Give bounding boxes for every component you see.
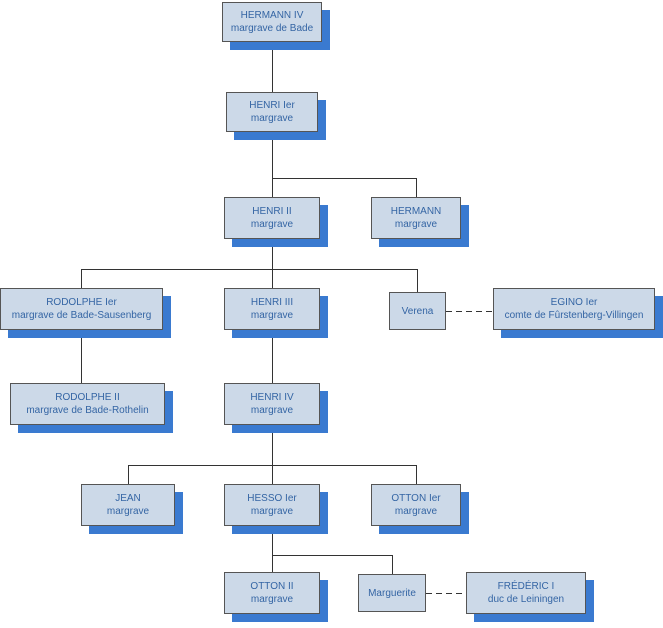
node-henri-ii[interactable]: HENRI II margrave — [224, 197, 320, 239]
node-title-jean: JEAN — [115, 493, 141, 504]
node-frederic-i[interactable]: FRÉDÉRIC I duc de Leiningen — [466, 572, 586, 614]
node-title-egino-ier: EGINO Ier — [550, 297, 598, 308]
node-subtitle-henri-ier: margrave — [250, 113, 294, 124]
node-subtitle-rodolphe-ii: margrave de Bade-Rothelin — [26, 405, 149, 416]
node-jean[interactable]: JEAN margrave — [81, 484, 175, 526]
node-title-hermann-iv: HERMANN IV — [240, 10, 304, 21]
node-title-verena: Verena — [401, 305, 434, 317]
node-subtitle-henri-iii: margrave — [250, 310, 294, 321]
node-subtitle-otton-ier: margrave — [394, 506, 438, 517]
node-title-otton-ii: OTTON II — [250, 581, 294, 592]
node-hermann[interactable]: HERMANN margrave — [371, 197, 461, 239]
node-rodolphe-ii[interactable]: RODOLPHE II margrave de Bade-Rothelin — [10, 383, 165, 425]
node-subtitle-henri-iv: margrave — [250, 405, 294, 416]
node-subtitle-hermann: margrave — [394, 219, 438, 230]
node-title-henri-ier: HENRI Ier — [249, 100, 295, 111]
node-title-hermann: HERMANN — [390, 206, 442, 217]
node-title-rodolphe-ii: RODOLPHE II — [55, 392, 120, 403]
node-hesso-ier[interactable]: HESSO Ier margrave — [224, 484, 320, 526]
node-subtitle-jean: margrave — [106, 506, 150, 517]
node-title-hesso-ier: HESSO Ier — [247, 493, 297, 504]
node-title-henri-iv: HENRI IV — [250, 392, 294, 403]
node-subtitle-henri-ii: margrave — [250, 219, 294, 230]
node-otton-ier[interactable]: OTTON Ier margrave — [371, 484, 461, 526]
node-egino-ier[interactable]: EGINO Ier comte de Fûrstenberg-Villingen — [493, 288, 655, 330]
node-title-frederic-i: FRÉDÉRIC I — [497, 581, 555, 592]
node-subtitle-frederic-i: duc de Leiningen — [487, 594, 565, 605]
node-title-marguerite: Marguerite — [368, 587, 416, 599]
node-henri-iv[interactable]: HENRI IV margrave — [224, 383, 320, 425]
node-henri-iii[interactable]: HENRI III margrave — [224, 288, 320, 330]
node-subtitle-hermann-iv: margrave de Bade — [230, 23, 314, 34]
node-marguerite[interactable]: Marguerite — [358, 574, 426, 612]
node-title-otton-ier: OTTON Ier — [391, 493, 441, 504]
node-henri-ier[interactable]: HENRI Ier margrave — [226, 92, 318, 132]
node-subtitle-hesso-ier: margrave — [250, 506, 294, 517]
node-subtitle-otton-ii: margrave — [250, 594, 294, 605]
node-otton-ii[interactable]: OTTON II margrave — [224, 572, 320, 614]
node-title-rodolphe-ier: RODOLPHE Ier — [46, 297, 117, 308]
node-subtitle-egino-ier: comte de Fûrstenberg-Villingen — [504, 310, 644, 321]
node-title-henri-ii: HENRI II — [252, 206, 292, 217]
node-hermann-iv[interactable]: HERMANN IV margrave de Bade — [222, 2, 322, 42]
node-verena[interactable]: Verena — [389, 292, 446, 330]
node-title-henri-iii: HENRI III — [250, 297, 294, 308]
node-rodolphe-ier[interactable]: RODOLPHE Ier margrave de Bade-Sausenberg — [0, 288, 163, 330]
node-subtitle-rodolphe-ier: margrave de Bade-Sausenberg — [11, 310, 152, 321]
